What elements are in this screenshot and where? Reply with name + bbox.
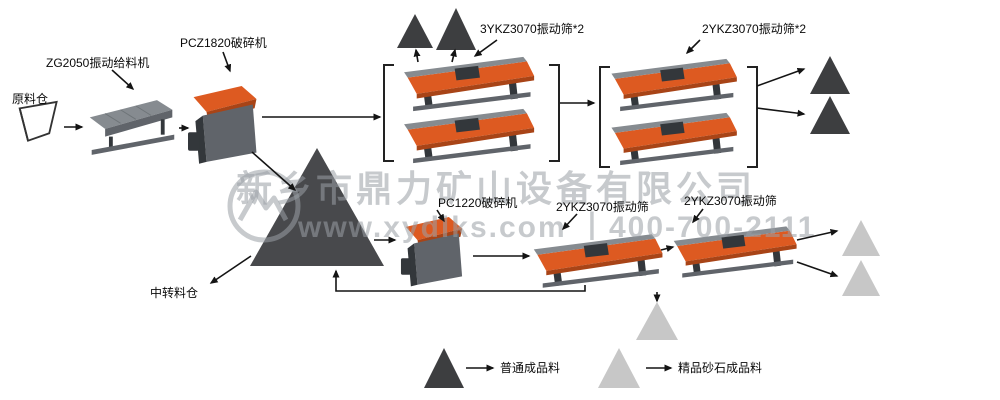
bracket-left [599, 66, 610, 168]
bracket-right [549, 64, 560, 162]
stockpile-triangle-dark [810, 56, 850, 94]
stockpile-triangle-light [842, 260, 880, 296]
raw-bin-icon [18, 101, 58, 142]
raw-bin-label: 原料仓 [12, 92, 49, 106]
bracket-left [383, 64, 394, 162]
stockpile-triangle-light [842, 220, 880, 256]
secondary-crusher-label: PC1220破碎机 [438, 196, 518, 210]
screen-group2-label: 2YKZ3070振动筛*2 [702, 22, 807, 36]
screen-group1-label: 3YKZ3070振动筛*2 [480, 22, 585, 36]
vibrating-screen-image [611, 112, 737, 166]
crusher-pc1220-image [400, 216, 463, 287]
legend-ordinary-label: 普通成品料 [500, 361, 561, 375]
stockpile-triangle-dark [397, 14, 433, 48]
legend-light-triangle [598, 348, 640, 388]
vibrating-screen-image [611, 58, 737, 112]
transfer-bin-label: 中转料仓 [150, 286, 199, 300]
feeder-label: ZG2050振动给料机 [46, 56, 150, 70]
vibrating-screen-image [404, 108, 535, 164]
vibrating-screen-image [404, 56, 535, 112]
vibrating-screen-image [533, 234, 663, 288]
stockpile-triangle-dark [436, 8, 476, 50]
vibrating-feeder-image [89, 99, 175, 156]
legend-dark-triangle [424, 348, 464, 388]
stockpile-triangle-dark [810, 96, 850, 134]
screen3-label: 2YKZ3070振动筛 [556, 200, 649, 214]
primary-crusher-label: PCZ1820破碎机 [180, 36, 267, 50]
bracket-right [747, 66, 758, 168]
vibrating-screen-image [673, 226, 797, 278]
stockpile-triangle-light [636, 302, 678, 340]
screen4-label: 2YKZ3070振动筛 [684, 194, 777, 208]
transfer-bin-triangle [250, 148, 384, 266]
legend-premium-label: 精品砂石成品料 [678, 361, 763, 375]
